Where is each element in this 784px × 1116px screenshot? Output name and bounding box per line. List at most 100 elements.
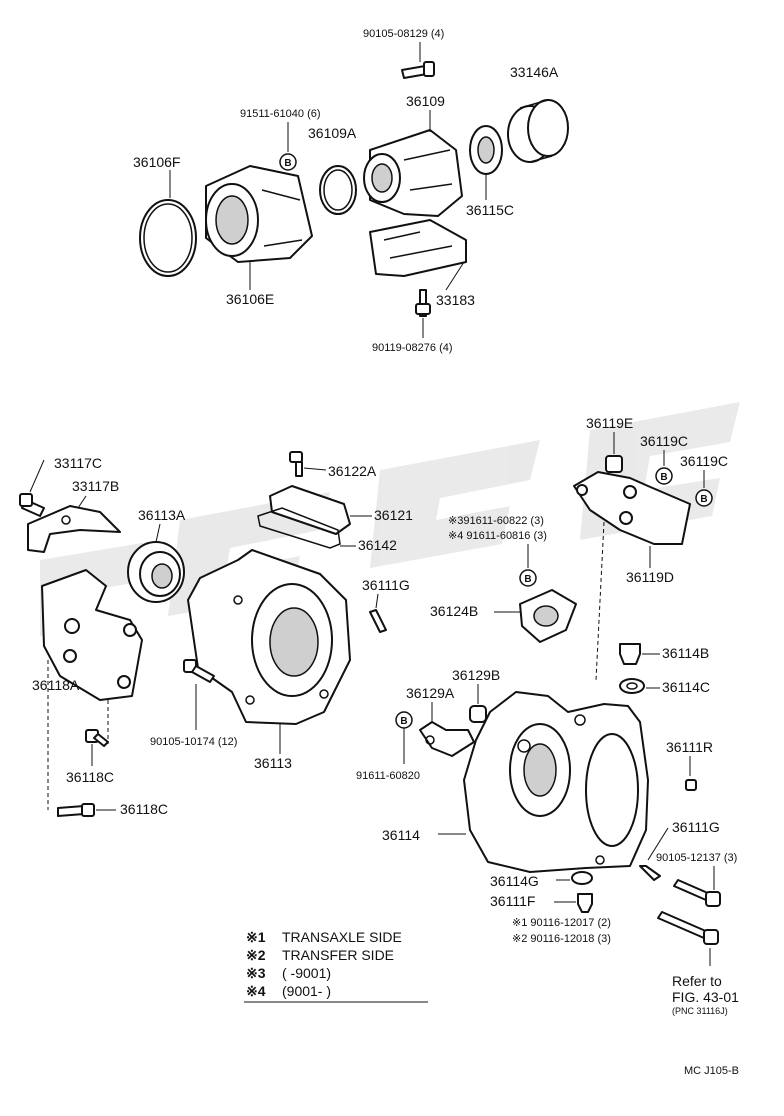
bolt-90105-12137[interactable]	[673, 879, 721, 907]
label-36113: 36113	[254, 755, 292, 771]
svg-text:B: B	[660, 472, 667, 483]
label-33117b: 33117B	[72, 478, 119, 494]
label-36129b: 36129B	[452, 667, 500, 683]
label-36114: 36114	[382, 827, 420, 843]
washer-36114c[interactable]	[619, 678, 645, 694]
cover-36109[interactable]	[363, 129, 463, 217]
label-36114c: 36114C	[662, 679, 710, 695]
bolt-mark-b: B	[519, 569, 537, 587]
oring-36106f[interactable]	[139, 199, 197, 277]
reference-note[interactable]: Refer to FIG. 43-01 (PNC 31116J)	[672, 973, 739, 1016]
label-36111g-lower: 36111G	[672, 819, 720, 835]
label-91611-60822: ※391611-60822 (3)	[448, 515, 544, 527]
label-36109a: 36109A	[308, 125, 357, 141]
bolt-36122a[interactable]	[289, 451, 303, 477]
label-36111g-upper: 36111G	[362, 577, 410, 593]
diagram-code: MC J105-B	[684, 1065, 739, 1077]
legend-mark-1: ※1	[246, 929, 266, 945]
label-36111r: 36111R	[666, 739, 713, 755]
pin-36111r[interactable]	[685, 779, 697, 791]
legend-text-4: (9001- )	[282, 983, 331, 999]
label-91611-60820: 91611-60820	[356, 770, 420, 782]
ring-33146a[interactable]	[507, 99, 569, 163]
bracket-36119d[interactable]	[573, 471, 691, 545]
label-36124b: 36124B	[430, 603, 478, 619]
label-90116-12017: ※1 90116-12017 (2)	[512, 917, 611, 929]
label-36114b: 36114B	[662, 645, 709, 661]
bolt-36118c-lower[interactable]	[57, 803, 95, 817]
label-33146a: 33146A	[510, 64, 559, 80]
label-36115c: 36115C	[466, 202, 514, 218]
plug-36111f[interactable]	[577, 893, 593, 913]
label-90116-12018: ※2 90116-12018 (3)	[512, 933, 611, 945]
bolt-36118c-upper[interactable]	[85, 729, 109, 747]
lever-36129a[interactable]	[419, 721, 475, 757]
label-36129a: 36129A	[406, 685, 455, 701]
pin-36111g-upper[interactable]	[369, 609, 387, 633]
reference-line3: (PNC 31116J)	[672, 1006, 728, 1016]
seal-36113a[interactable]	[127, 541, 185, 603]
label-36118c-lower: 36118C	[120, 801, 168, 817]
bolt-mark-b: B	[695, 489, 713, 507]
label-33183: 33183	[436, 292, 475, 308]
nut-36119e[interactable]	[605, 455, 623, 473]
cover-36124b[interactable]	[519, 589, 577, 643]
label-90105-10174: 90105-10174 (12)	[150, 736, 237, 748]
label-36142: 36142	[358, 537, 397, 553]
label-36119c-a: 36119C	[640, 433, 688, 449]
label-36118a: 36118A	[32, 677, 80, 693]
seal-36115c[interactable]	[469, 125, 503, 175]
bracket-36118a[interactable]	[41, 569, 143, 701]
label-36119c-b: 36119C	[680, 453, 728, 469]
label-36119d: 36119D	[626, 569, 674, 585]
gasket-36114g[interactable]	[571, 871, 593, 885]
bolt-mark-b: B	[395, 711, 413, 729]
label-91511-61040: 91511-61040 (6)	[240, 108, 321, 120]
bracket-33183[interactable]	[369, 219, 467, 277]
svg-text:B: B	[400, 716, 407, 727]
plug-36114b[interactable]	[619, 643, 641, 665]
legend-mark-4: ※4	[246, 983, 266, 999]
svg-text:B: B	[284, 158, 291, 169]
label-91611-60816: ※4 91611-60816 (3)	[448, 530, 547, 542]
label-36111f: 36111F	[490, 893, 535, 909]
bolt-90116[interactable]	[657, 911, 719, 945]
bolt-mark-b: B	[279, 153, 297, 171]
legend-mark-3: ※3	[246, 965, 266, 981]
case-36106e[interactable]	[205, 165, 313, 263]
label-36113a: 36113A	[138, 507, 186, 523]
svg-text:B: B	[524, 574, 531, 585]
label-36121: 36121	[374, 507, 413, 523]
legend-text-1: TRANSAXLE SIDE	[282, 929, 402, 945]
label-90105-08129: 90105-08129 (4)	[363, 28, 444, 40]
bolt-33117c[interactable]	[19, 493, 45, 517]
label-36109: 36109	[406, 93, 445, 109]
legend: ※1 TRANSAXLE SIDE ※2 TRANSFER SIDE ※3 ( …	[244, 929, 428, 1003]
legend-text-3: ( -9001)	[282, 965, 331, 981]
label-90119-08276: 90119-08276 (4)	[372, 342, 453, 354]
svg-text:B: B	[700, 494, 707, 505]
pin-36111g-lower[interactable]	[639, 865, 661, 881]
bolt-mark-b: B	[655, 467, 673, 485]
case-36114[interactable]	[463, 691, 649, 873]
label-36119e: 36119E	[586, 415, 633, 431]
label-36114g: 36114G	[490, 873, 539, 889]
legend-mark-2: ※2	[246, 947, 266, 963]
legend-text-2: TRANSFER SIDE	[282, 947, 394, 963]
plate-33117b[interactable]	[27, 505, 121, 553]
label-36118c-upper: 36118C	[66, 769, 114, 785]
label-33117c: 33117C	[54, 455, 102, 471]
bolt-90119-08276[interactable]	[415, 289, 431, 317]
label-36122a: 36122A	[328, 463, 377, 479]
gasket-36142[interactable]	[257, 507, 341, 549]
label-90105-12137: 90105-12137 (3)	[656, 852, 737, 864]
label-36106e: 36106E	[226, 291, 274, 307]
bushing-36129b[interactable]	[469, 705, 487, 723]
bolt-90105-10174[interactable]	[183, 659, 215, 683]
reference-line1: Refer to	[672, 973, 722, 989]
bolt-90105-08129[interactable]	[401, 61, 435, 79]
label-36106f: 36106F	[133, 154, 180, 170]
housing-36113[interactable]	[187, 549, 351, 725]
oring-36109a[interactable]	[319, 165, 357, 215]
